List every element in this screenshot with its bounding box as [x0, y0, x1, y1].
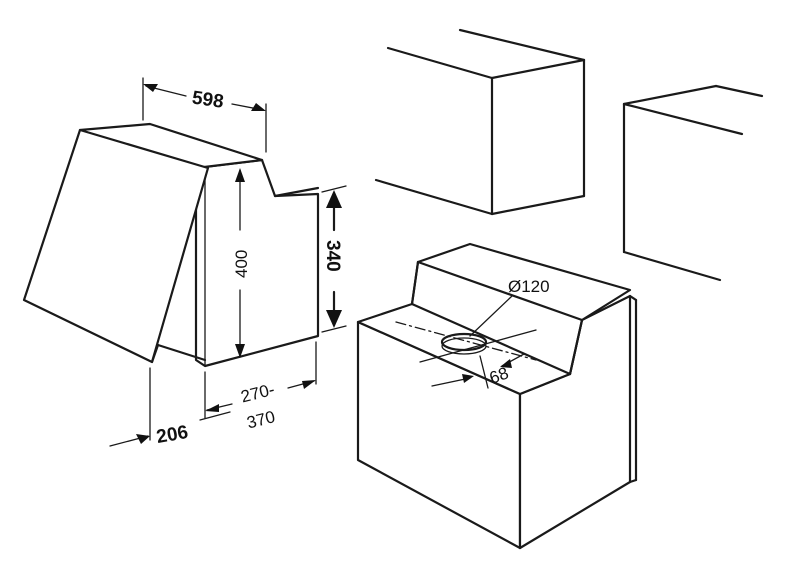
- dim-width-label: 598: [191, 88, 225, 113]
- hood-body: [194, 158, 320, 368]
- dim-duct-diameter-label: Ø120: [508, 277, 550, 296]
- dim-depth-label: 206: [155, 422, 190, 448]
- hood-housing: [356, 242, 638, 550]
- dim-range-bottom-label: 370: [245, 407, 277, 432]
- duct-ring-inner: [441, 337, 487, 355]
- step-edge: [273, 186, 320, 198]
- dim-side-height: 340: [321, 185, 347, 333]
- duct-center-line: [395, 321, 537, 361]
- dim-duct-diameter: Ø120: [469, 277, 550, 337]
- duct-cross-line: [419, 329, 537, 363]
- wall-cabinet-1: [374, 28, 586, 216]
- hood-front-flap: [22, 128, 210, 364]
- flap-bottom-edge: [156, 343, 207, 362]
- hood-side-view: [22, 122, 320, 368]
- dim-height: 400: [232, 168, 251, 358]
- flap-hinge: [150, 343, 160, 364]
- dim-width: 598: [142, 77, 267, 153]
- dim-side-height-label: 340: [322, 240, 343, 272]
- dim-height-label: 400: [232, 250, 251, 278]
- dim-range-top-label: 270-: [239, 380, 277, 407]
- wall-cabinet-2: [622, 84, 764, 282]
